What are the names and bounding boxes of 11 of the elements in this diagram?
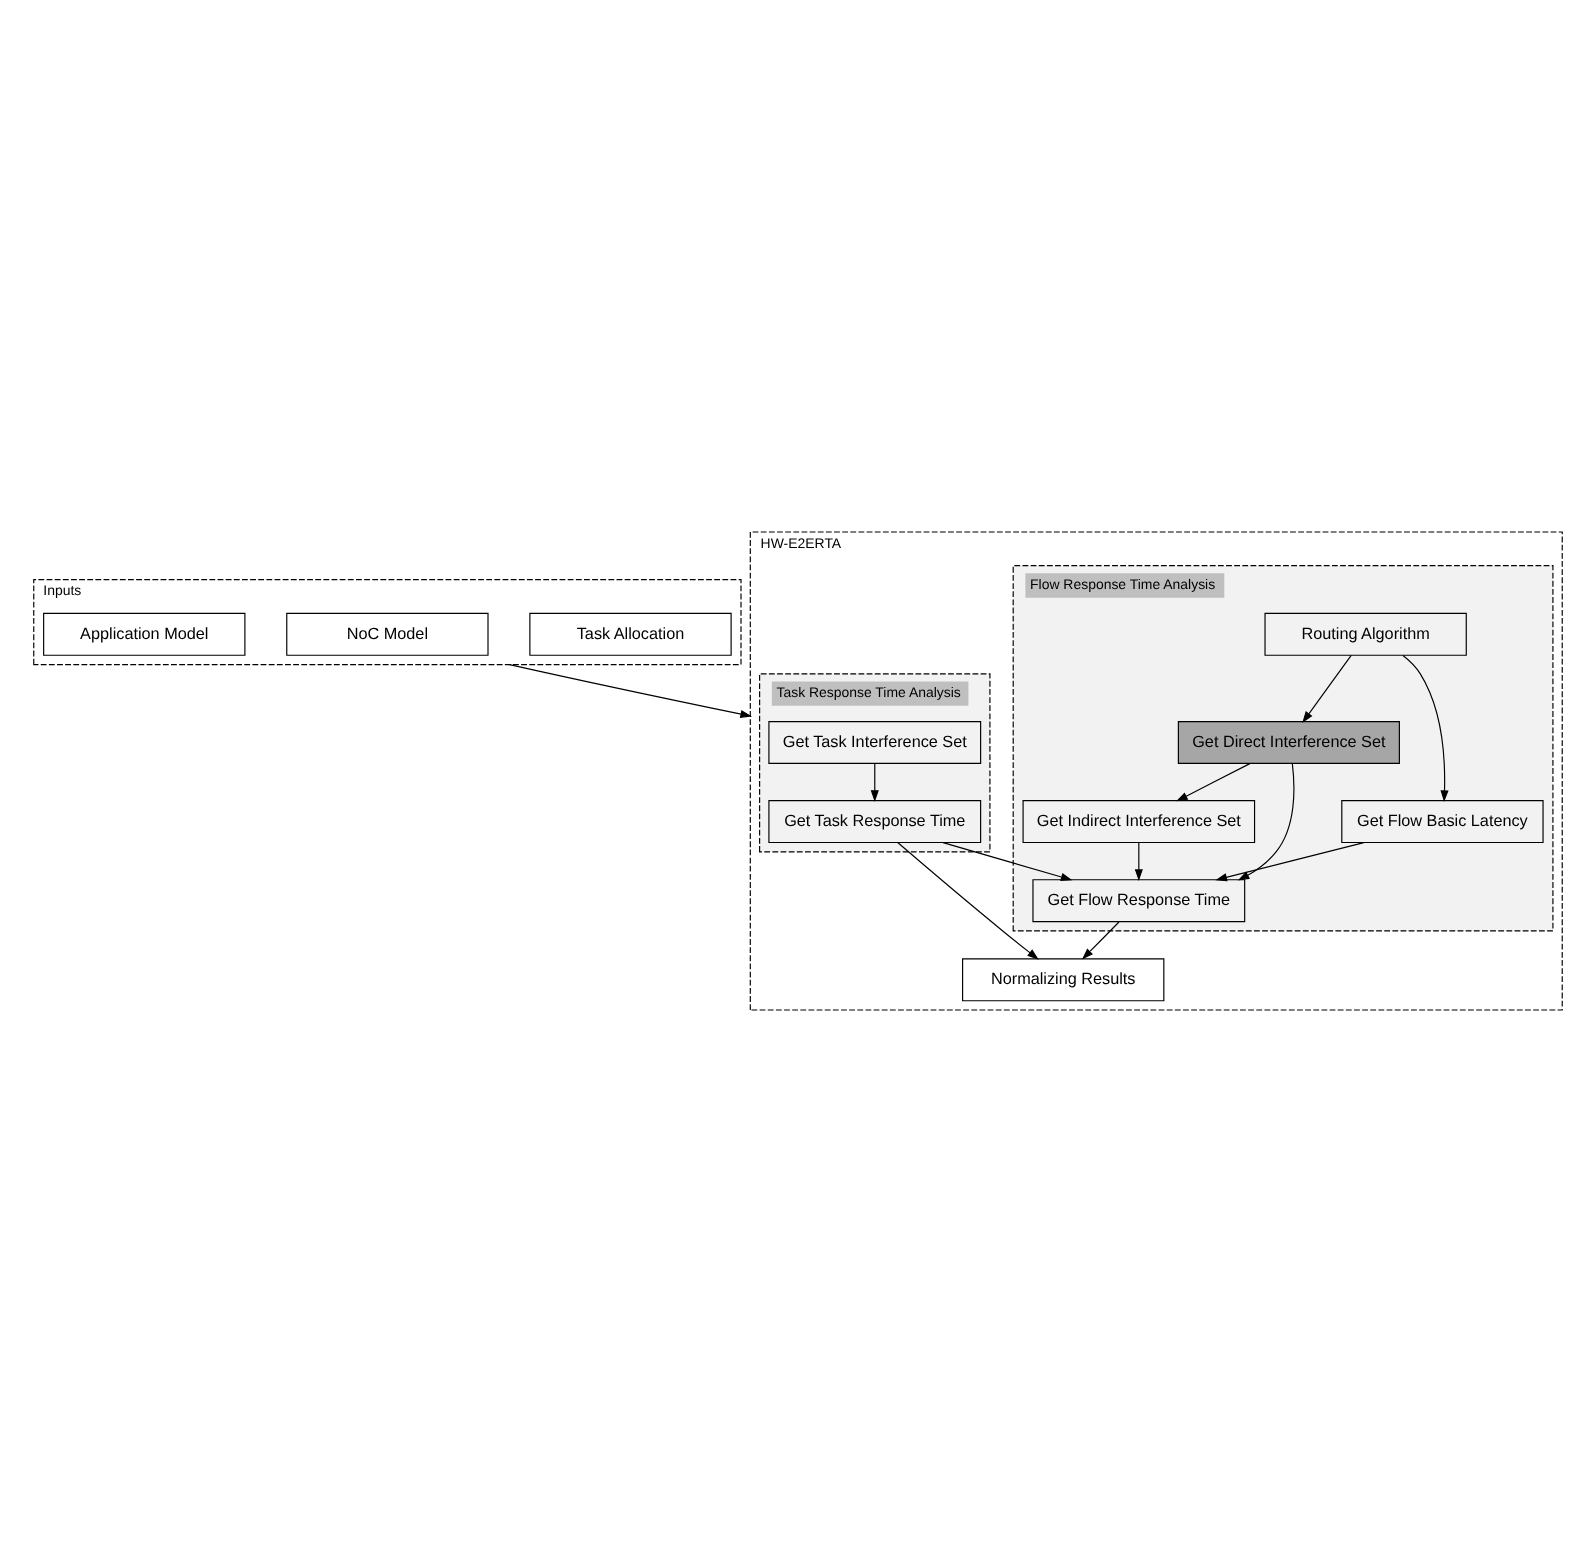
arrow: [1301, 654, 1351, 723]
arrow: [1133, 842, 1142, 881]
arrow: [896, 841, 1038, 960]
arrow: [1214, 842, 1364, 882]
arrow: [1401, 654, 1448, 803]
arrow: [941, 842, 1072, 881]
arrow: [507, 664, 752, 719]
arrow: [1236, 763, 1294, 881]
arrow: [1175, 763, 1250, 802]
arrow: [869, 763, 878, 802]
arrow: [1080, 921, 1119, 960]
